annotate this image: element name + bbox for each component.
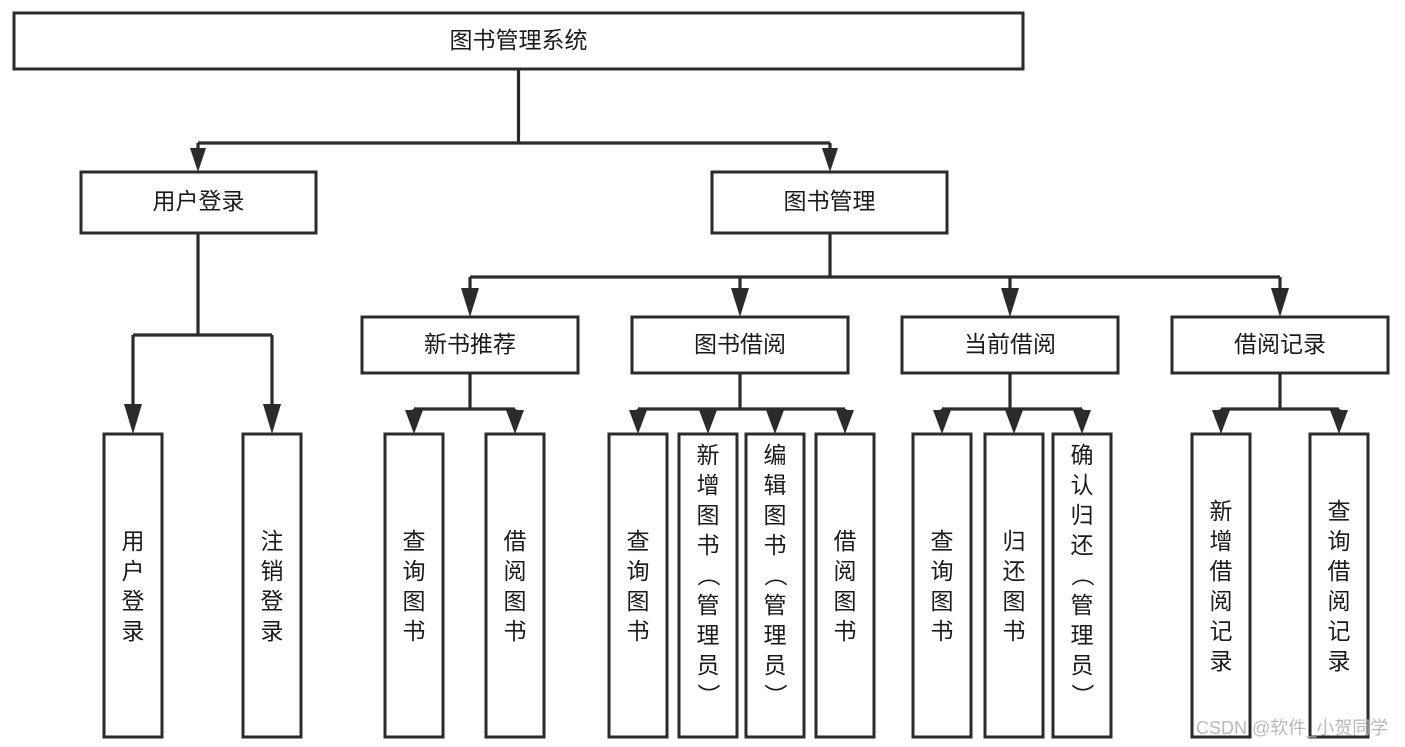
arrow-head-new-book-recommend (461, 288, 479, 317)
node-leaf-logout-box[interactable] (241, 432, 303, 739)
node-leaf-add-book-box[interactable] (677, 432, 739, 739)
node-book-borrow[interactable]: 图书借阅 (630, 315, 850, 375)
arrow-head-leaf-query-book-cur (933, 410, 951, 434)
arrow-head-leaf-edit-book (766, 410, 784, 434)
node-book-borrow-box[interactable] (630, 315, 850, 375)
node-leaf-query-book-borrow-box[interactable] (607, 432, 669, 739)
connector-group-book-manage (461, 233, 1289, 317)
node-root[interactable]: 图书管理系统 (12, 11, 1025, 71)
node-leaf-query-book-rec-box[interactable] (383, 432, 445, 739)
arrow-head-user-login (190, 148, 206, 172)
node-leaf-confirm-return-box[interactable] (1051, 432, 1113, 739)
node-leaf-add-record-box[interactable] (1190, 432, 1252, 739)
node-new-book-recommend[interactable]: 新书推荐 (360, 315, 580, 375)
arrow-head-leaf-query-record (1330, 410, 1348, 434)
node-leaf-query-record-box[interactable] (1308, 432, 1370, 739)
node-current-borrow-label: 当前借阅 (964, 331, 1056, 357)
node-new-book-recommend-box[interactable] (360, 315, 580, 375)
connector-group-new-book-recommend (405, 373, 524, 434)
node-leaf-borrow-book-box[interactable] (814, 432, 876, 739)
arrow-head-leaf-query-book-borrow (629, 410, 647, 434)
arrow-head-borrow-record (1271, 288, 1289, 317)
node-book-manage-label: 图书管理 (784, 188, 876, 214)
arrow-head-leaf-add-book (699, 410, 717, 434)
arrow-head-leaf-borrow-book-rec (506, 410, 524, 434)
node-user-login-box[interactable] (79, 170, 318, 235)
node-user-login-label: 用户登录 (153, 188, 245, 214)
node-current-borrow-box[interactable] (900, 315, 1120, 375)
connector-group-book-borrow (629, 373, 854, 434)
node-leaf-return-book-box[interactable] (983, 432, 1045, 739)
node-borrow-record-label: 借阅记录 (1234, 331, 1326, 357)
arrow-head-book-manage (822, 148, 838, 172)
node-current-borrow[interactable]: 当前借阅 (900, 315, 1120, 375)
connector-group-root (190, 69, 838, 172)
node-leaf-user-login-box[interactable] (102, 432, 164, 739)
node-root-box[interactable] (12, 11, 1025, 71)
arrow-head-leaf-confirm-return (1073, 410, 1091, 434)
connector-group-borrow-record (1212, 373, 1348, 434)
arrow-head-leaf-user-login (124, 404, 142, 434)
arrow-head-leaf-query-book-rec (405, 410, 423, 434)
connector-group-user-login (124, 233, 281, 434)
arrow-head-leaf-add-record (1212, 410, 1230, 434)
node-user-login[interactable]: 用户登录 (79, 170, 318, 235)
node-borrow-record-box[interactable] (1170, 315, 1390, 375)
node-book-manage-box[interactable] (710, 170, 949, 235)
leaf-boxes-group (102, 432, 1370, 739)
node-root-label: 图书管理系统 (450, 27, 588, 53)
connector-group-current-borrow (933, 373, 1091, 434)
arrow-head-current-borrow (1001, 288, 1019, 317)
node-leaf-edit-book-box[interactable] (744, 432, 806, 739)
node-book-manage[interactable]: 图书管理 (710, 170, 949, 235)
node-borrow-record[interactable]: 借阅记录 (1170, 315, 1390, 375)
node-leaf-query-book-cur-box[interactable] (911, 432, 973, 739)
node-leaf-borrow-book-rec-box[interactable] (484, 432, 546, 739)
node-new-book-recommend-label: 新书推荐 (424, 331, 516, 357)
arrow-head-leaf-logout (263, 404, 281, 434)
node-book-borrow-label: 图书借阅 (694, 331, 786, 357)
arrow-head-leaf-return-book (1005, 410, 1023, 434)
arrow-head-book-borrow (731, 288, 749, 317)
arrow-head-leaf-borrow-book (836, 410, 854, 434)
